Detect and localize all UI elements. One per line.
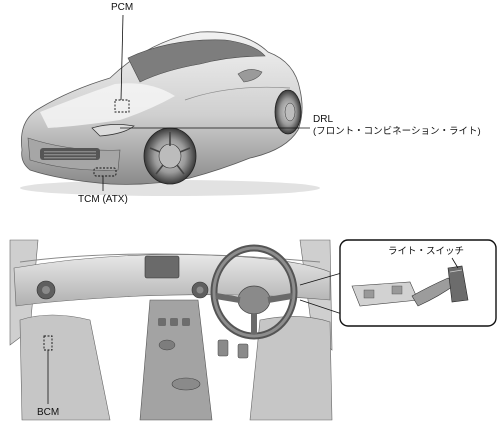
car-exterior-illustration xyxy=(20,31,320,196)
interior-leader-lines xyxy=(47,271,346,404)
bcm-label: BCM xyxy=(37,407,60,418)
light-switch-inset xyxy=(339,239,497,327)
drl-label-line1: DRL xyxy=(313,114,334,125)
tcm-location-marker xyxy=(93,167,117,177)
pcm-label: PCM xyxy=(111,2,134,13)
tcm-label: TCM (ATX) xyxy=(78,194,128,205)
light-switch-label: ライト・スイッチ xyxy=(388,246,465,257)
pcm-location-marker xyxy=(114,99,130,113)
drl-label-line2: (フロント・コンビネーション・ライト) xyxy=(313,126,481,137)
interior-illustration xyxy=(9,239,333,421)
car-leader-lines xyxy=(102,14,310,191)
